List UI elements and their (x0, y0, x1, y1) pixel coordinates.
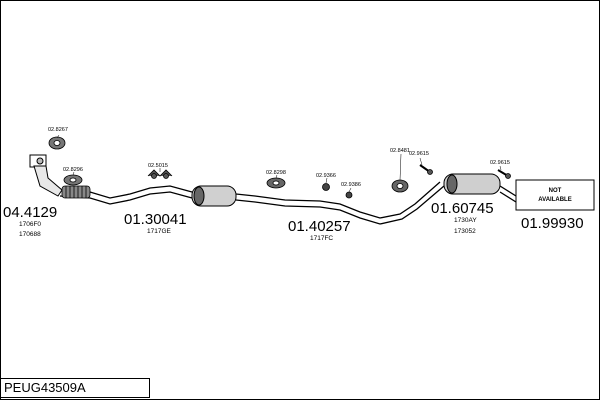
part-number: 01.40257 (288, 218, 351, 235)
part-number: 01.30041 (124, 211, 187, 228)
fitting-label: 02.9386 (341, 182, 361, 188)
fitting-02-8481 (391, 179, 409, 193)
fitting-02-8267 (48, 136, 66, 150)
fitting-label: 02.8481 (390, 148, 410, 154)
not-available-label: NOT (549, 188, 562, 194)
not-available-box (515, 179, 595, 211)
part-ref: 1717GE (147, 228, 172, 235)
part-number: 01.60745 (431, 200, 494, 217)
part-ref: 170688 (19, 231, 41, 238)
fitting-label: 02.9615 (409, 151, 429, 157)
fitting-label: 02.8267 (48, 127, 68, 133)
fitting-02-5015 (147, 169, 173, 179)
fitting-02-9615-b (497, 169, 511, 179)
fitting-label: 02.8296 (63, 167, 83, 173)
not-available-label: AVAILABLE (538, 197, 571, 203)
rear-silencer (443, 173, 501, 195)
part-ref: 1717FC (310, 235, 333, 242)
fitting-02-8298 (266, 177, 286, 189)
exhaust-pipe (59, 181, 517, 225)
middle-silencer (191, 185, 237, 207)
part-ref: 173052 (454, 228, 476, 235)
part-number: 01.99930 (521, 215, 584, 232)
part-ref: 1730AY (454, 217, 477, 224)
fitting-02-9615-a (419, 164, 433, 175)
fitting-label: 02.9366 (316, 173, 336, 179)
leader-lines (56, 134, 502, 193)
fitting-label: 02.5015 (148, 163, 168, 169)
catalytic-converter (29, 154, 63, 197)
fitting-02-8296 (63, 174, 83, 186)
fitting-02-9366 (322, 183, 330, 191)
fitting-label: 02.8298 (266, 170, 286, 176)
diagram-code: PEUG43509A (0, 378, 150, 398)
part-ref: 1706F0 (19, 221, 41, 228)
fitting-label: 02.9615 (490, 160, 510, 166)
flexible-pipe (61, 185, 91, 199)
fitting-02-9386 (345, 191, 353, 199)
part-number: 04.4129 (3, 204, 57, 221)
